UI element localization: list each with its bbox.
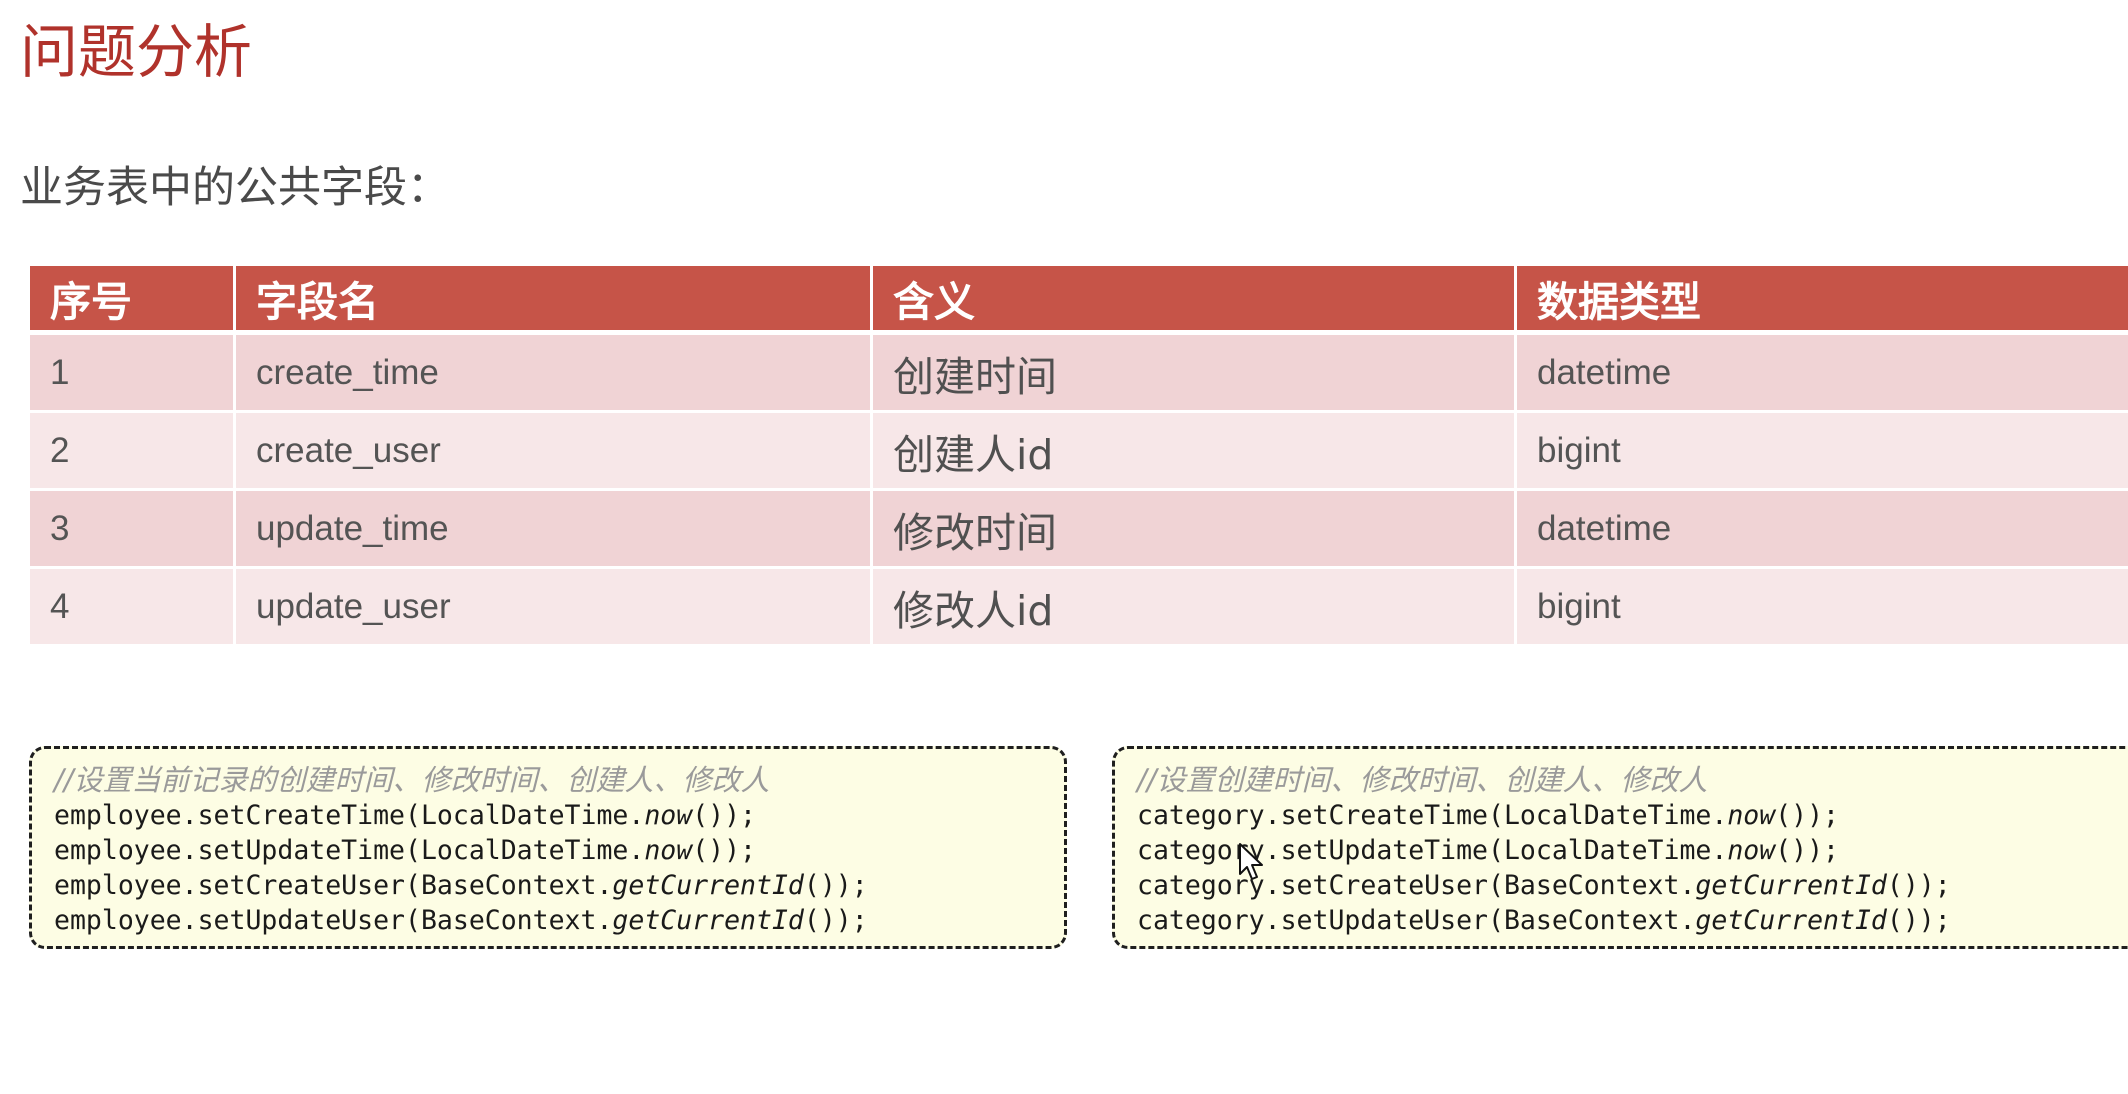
cell-field-name: update_user [236,569,873,644]
code-text: category.setUpdateTime(LocalDateTime. [1137,835,1728,866]
code-comment: //设置当前记录的创建时间、修改时间、创建人、修改人 [54,763,770,797]
cell-data-type: bigint [1517,413,2128,488]
code-comment: //设置创建时间、修改时间、创建人、修改人 [1137,763,1708,797]
code-line: category.setCreateTime(LocalDateTime.now… [1137,798,2128,833]
cell-field-name: create_time [236,335,873,410]
code-text: category.setCreateUser(BaseContext. [1137,870,1696,901]
cell-field-name: create_user [236,413,873,488]
cell-index: 1 [30,335,236,410]
cell-field-name: update_time [236,491,873,566]
code-text: employee.setUpdateUser(BaseContext. [54,905,613,936]
code-text: ()); [692,835,757,866]
cell-index: 4 [30,569,236,644]
code-line: category.setCreateUser(BaseContext.getCu… [1137,868,2128,903]
code-text: category.setUpdateUser(BaseContext. [1137,905,1696,936]
code-text: ()); [1886,905,1951,936]
table-row: 3 update_time 修改时间 datetime [30,491,2128,569]
table-header-row: 序号 字段名 含义 数据类型 [30,266,2128,335]
cell-data-type: bigint [1517,569,2128,644]
cell-meaning: 创建人id [873,413,1517,488]
code-method-italic: getCurrentId [1695,870,1887,901]
table-row: 2 create_user 创建人id bigint [30,413,2128,491]
code-text: category.setCreateTime(LocalDateTime. [1137,800,1728,831]
code-text: employee.setCreateTime(LocalDateTime. [54,800,645,831]
cell-data-type: datetime [1517,491,2128,566]
header-meaning: 含义 [873,266,1517,330]
cell-index: 2 [30,413,236,488]
code-method-italic: now [1727,835,1776,866]
code-line: employee.setUpdateTime(LocalDateTime.now… [54,833,1064,868]
code-method-italic: now [1727,800,1776,831]
code-text: employee.setCreateUser(BaseContext. [54,870,613,901]
cell-data-type: datetime [1517,335,2128,410]
code-text: ()); [1775,800,1840,831]
cell-index: 3 [30,491,236,566]
code-text: ()); [1886,870,1951,901]
cell-meaning: 创建时间 [873,335,1517,410]
code-line: employee.setCreateUser(BaseContext.getCu… [54,868,1064,903]
common-fields-table: 序号 字段名 含义 数据类型 1 create_time 创建时间 dateti… [30,266,2128,647]
code-text: ()); [803,905,868,936]
code-method-italic: now [644,835,693,866]
code-line: employee.setUpdateUser(BaseContext.getCu… [54,903,1064,938]
code-method-italic: now [644,800,693,831]
code-line: employee.setCreateTime(LocalDateTime.now… [54,798,1064,833]
header-field-name: 字段名 [236,266,873,330]
cell-meaning: 修改时间 [873,491,1517,566]
section-subtitle: 业务表中的公共字段： [20,163,450,213]
code-method-italic: getCurrentId [1695,905,1887,936]
code-text: ()); [1775,835,1840,866]
code-line: category.setUpdateUser(BaseContext.getCu… [1137,903,2128,938]
cell-meaning: 修改人id [873,569,1517,644]
code-text: employee.setUpdateTime(LocalDateTime. [54,835,645,866]
table-row: 1 create_time 创建时间 datetime [30,335,2128,413]
code-line: category.setUpdateTime(LocalDateTime.now… [1137,833,2128,868]
mouse-pointer-icon [1239,843,1263,880]
header-data-type: 数据类型 [1517,266,2128,330]
code-text: ()); [803,870,868,901]
code-text: ()); [692,800,757,831]
code-method-italic: getCurrentId [612,905,804,936]
code-method-italic: getCurrentId [612,870,804,901]
header-index: 序号 [30,266,236,330]
table-row: 4 update_user 修改人id bigint [30,569,2128,647]
page-title: 问题分析 [20,18,253,86]
